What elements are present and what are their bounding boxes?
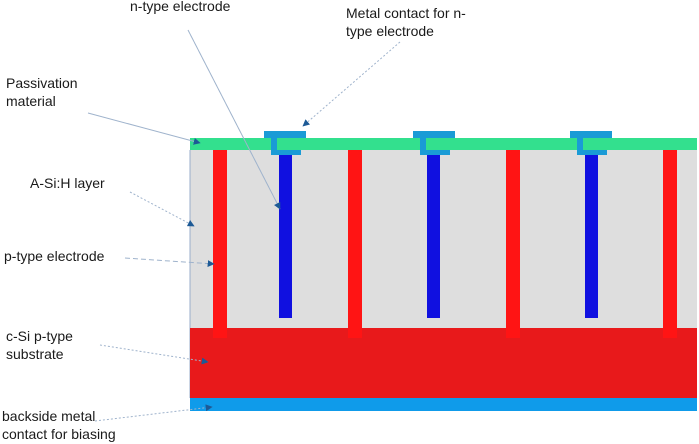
n-electrode xyxy=(427,150,440,318)
backside-metal-contact xyxy=(190,398,697,411)
label-substrate-line2: substrate xyxy=(6,346,64,362)
label-asi-layer: A-Si:H layer xyxy=(30,175,105,191)
label-passivation-line1: Passivation xyxy=(6,75,78,91)
label-metal-contact-n-line1: Metal contact for n- xyxy=(346,5,466,21)
p-electrode xyxy=(506,150,520,338)
p-electrode xyxy=(213,150,227,338)
n-electrode xyxy=(585,150,598,318)
label-backside-contact: backside metal contact for biasing xyxy=(2,407,116,443)
label-substrate: c-Si p-type substrate xyxy=(6,327,73,363)
label-n-type-electrode: n-type electrode xyxy=(130,0,231,14)
arrow-n-type-electrode xyxy=(187,29,281,210)
label-metal-contact-n: Metal contact for n- type electrode xyxy=(346,4,466,40)
substrate-layer xyxy=(190,328,697,398)
label-metal-contact-n-line2: type electrode xyxy=(346,23,434,39)
n-metal-contact xyxy=(570,131,612,155)
label-passivation-line2: material xyxy=(6,93,56,109)
label-backside-line2: contact for biasing xyxy=(2,426,116,442)
n-metal-contact xyxy=(264,131,306,155)
p-electrode xyxy=(348,150,362,338)
label-p-type-electrode: p-type electrode xyxy=(4,248,105,264)
label-backside-line1: backside metal xyxy=(2,408,96,424)
n-electrode xyxy=(279,150,292,318)
asi-h-layer xyxy=(190,150,697,328)
arrow-metal-contact xyxy=(302,41,401,127)
arrow-asi-layer xyxy=(129,191,195,227)
p-electrode xyxy=(663,150,677,338)
passivation-layer xyxy=(190,138,697,150)
arrow-passivation xyxy=(87,112,201,145)
n-metal-contact xyxy=(413,131,455,155)
arrow-p-type-electrode xyxy=(124,257,215,268)
label-substrate-line1: c-Si p-type xyxy=(6,328,73,344)
label-passivation: Passivation material xyxy=(6,74,78,110)
